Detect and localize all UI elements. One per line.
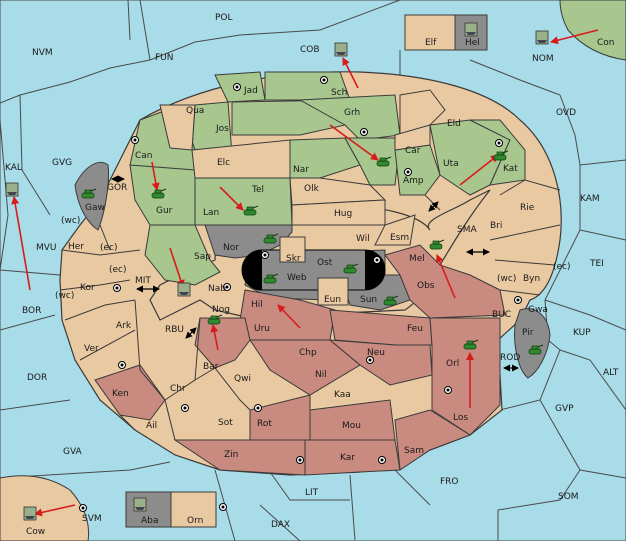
land-eun[interactable] <box>317 277 349 306</box>
fleet-unit[interactable] <box>535 30 549 45</box>
land-orn[interactable] <box>170 491 217 528</box>
fleet-unit[interactable] <box>133 497 147 512</box>
green-region <box>129 71 526 286</box>
land-sap <box>144 224 221 286</box>
fleet-unit[interactable] <box>464 22 478 37</box>
supply-centers <box>79 76 522 512</box>
fleet-unit[interactable] <box>5 182 19 197</box>
land-elf[interactable] <box>404 14 456 51</box>
land-hug <box>291 199 386 226</box>
land-cow[interactable] <box>0 475 90 541</box>
land-obs <box>384 244 506 319</box>
land-chp-nil <box>249 339 361 396</box>
land-aba[interactable] <box>125 491 172 528</box>
land-lan <box>194 177 293 226</box>
land-car <box>394 124 431 151</box>
land-sam <box>394 409 472 471</box>
land-olk <box>289 177 387 206</box>
land-skr[interactable] <box>279 236 306 263</box>
land-esm <box>374 214 416 246</box>
fleet-unit[interactable] <box>334 42 348 57</box>
capsule-cap-west <box>242 250 262 290</box>
red-region <box>94 244 506 476</box>
neutral-region <box>159 89 446 246</box>
land-yor <box>344 137 401 186</box>
fleet-unit[interactable] <box>177 282 191 297</box>
land-nog-bar <box>194 317 251 369</box>
south-borders <box>59 179 561 441</box>
adjacency-arrows <box>111 175 519 372</box>
fleet-unit[interactable] <box>23 506 37 521</box>
land-kar <box>304 439 401 476</box>
land-eld <box>399 89 446 136</box>
land-con[interactable] <box>559 0 626 61</box>
land-pir <box>514 308 551 379</box>
land-sch <box>264 71 351 101</box>
order-arrows <box>11 29 599 517</box>
